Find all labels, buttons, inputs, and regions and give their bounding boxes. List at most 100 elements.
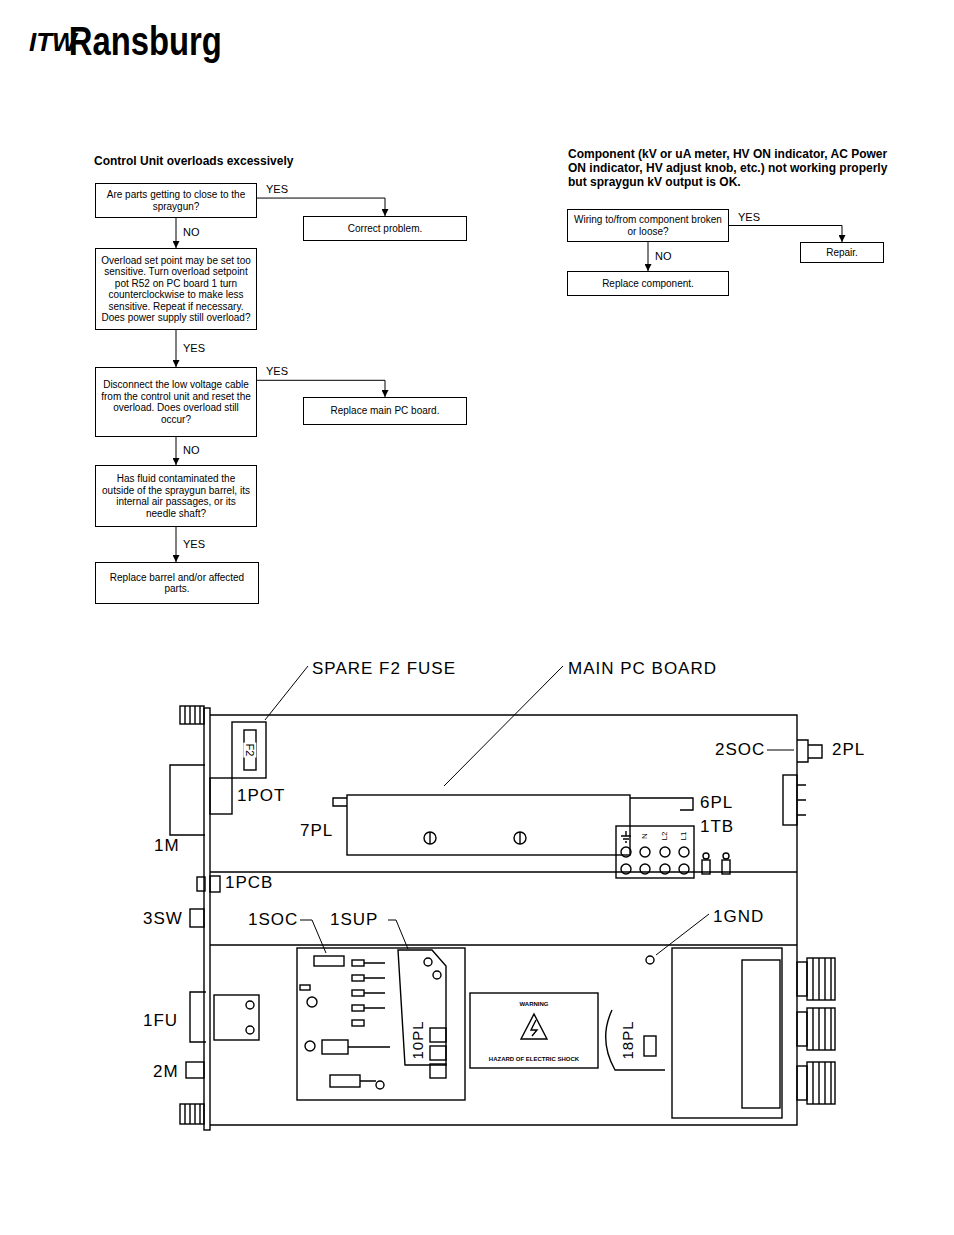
connector-plug <box>644 1036 656 1056</box>
transformer-core <box>742 960 780 1108</box>
meter-bezel <box>186 1062 204 1078</box>
bushing-ribs <box>813 1008 831 1050</box>
terminal-screw <box>679 847 689 857</box>
connector-clip <box>797 740 822 762</box>
chassis-divider <box>210 872 797 945</box>
box-text: Wiring to/from component broken or loose… <box>572 214 724 237</box>
knob-grip <box>185 706 200 724</box>
edge-label: NO <box>182 226 201 239</box>
callout-label: 1GND <box>712 907 765 927</box>
connector-terminal <box>430 1046 446 1060</box>
breaker-button <box>197 877 205 891</box>
switch <box>190 909 204 927</box>
fuse-holder <box>232 722 266 778</box>
brand-mark: Ransburg <box>68 18 223 64</box>
panel-knob <box>180 706 204 724</box>
leader-line <box>444 666 563 786</box>
spare-fuse <box>244 730 256 770</box>
connector-pins <box>797 785 806 815</box>
callout-label: 1SUP <box>329 910 379 930</box>
terminal-label: L1 <box>679 831 688 842</box>
terminal-block <box>616 826 694 878</box>
flow-arrow <box>729 226 842 243</box>
leader-line <box>265 666 308 720</box>
flow-box: Wiring to/from component broken or loose… <box>567 209 729 242</box>
callout-label: 1FU <box>142 1011 179 1031</box>
box-text: Replace component. <box>572 278 724 290</box>
screw-slot <box>519 832 520 844</box>
screw <box>514 832 526 844</box>
supply-board <box>297 948 465 1100</box>
edge-label: YES <box>182 538 206 551</box>
box-text: Overload set point may be set too sensit… <box>100 255 252 324</box>
control-unit-chassis <box>170 706 835 1130</box>
flow-arrow <box>176 330 177 367</box>
fuse-terminal <box>246 1026 254 1034</box>
edge-label: YES <box>737 211 761 224</box>
connector-housing <box>606 1010 665 1070</box>
terminal-screw <box>640 864 650 874</box>
callout-label: 1TB <box>699 817 735 837</box>
bracket-hole <box>424 958 432 966</box>
box-text: Has fluid contaminated the outside of th… <box>100 473 252 519</box>
leader-line <box>767 750 794 751</box>
terminal-screw <box>640 847 650 857</box>
callout-label: 6PL <box>699 793 734 813</box>
callout-label: F2 <box>244 743 257 758</box>
resistor <box>352 1005 364 1011</box>
flow-arrow <box>176 527 177 562</box>
leader-lines <box>265 666 794 955</box>
panel-knob <box>180 1104 204 1124</box>
warning-text: WARNING <box>519 1001 550 1008</box>
main-board <box>347 795 630 855</box>
screw <box>424 832 436 844</box>
stud-head <box>723 853 729 859</box>
flow-arrow <box>257 198 385 216</box>
fuse-body <box>214 995 259 1040</box>
edge-label: NO <box>654 250 673 263</box>
warning-label <box>470 993 598 1068</box>
stud <box>722 860 730 874</box>
box-text: Are parts getting to close to the sprayg… <box>100 189 252 212</box>
bushing-ribs <box>813 1062 831 1104</box>
edge-label: YES <box>265 365 289 378</box>
warning-triangle <box>521 1014 547 1039</box>
flow-box: Disconnect the low voltage cable from th… <box>95 367 257 437</box>
connector-terminal <box>430 1064 446 1078</box>
flow-box: Replace barrel and/or affected parts. <box>95 562 259 604</box>
leader-line <box>300 920 326 953</box>
hv-bushing <box>807 1062 835 1104</box>
resistor <box>352 990 364 996</box>
callout-label: 3SW <box>142 909 184 929</box>
bracket-hole <box>433 971 441 979</box>
housing-outline <box>210 715 797 1125</box>
meter-body <box>170 765 205 835</box>
terminal-screw <box>621 864 631 874</box>
connector-body <box>783 775 797 825</box>
leader-line <box>388 920 408 949</box>
fuse-terminal <box>246 1001 254 1009</box>
box-text: Replace barrel and/or affected parts. <box>100 572 254 595</box>
callout-label: 2M <box>152 1062 180 1082</box>
board-bracket <box>333 798 693 810</box>
stud <box>702 860 710 874</box>
hv-bushing <box>797 1012 807 1046</box>
callout-label: 10PL <box>409 1019 426 1060</box>
flow-arrow <box>176 218 177 248</box>
box-text: Correct problem. <box>308 223 462 235</box>
terminal-label: N <box>640 832 649 840</box>
ic-chip <box>322 1040 348 1054</box>
box-text: Replace main PC board. <box>308 405 462 417</box>
hv-bushing <box>797 1066 807 1100</box>
flow-box: Repair. <box>800 242 884 263</box>
stud-head <box>703 853 709 859</box>
flow-box: Overload set point may be set too sensit… <box>95 248 257 330</box>
box-text: Disconnect the low voltage cable from th… <box>100 379 252 425</box>
ground-screw <box>646 956 654 964</box>
flow-box: Correct problem. <box>303 216 467 241</box>
flow-arrow <box>648 242 649 271</box>
box-text: Repair. <box>805 247 879 259</box>
bushing-ribs <box>813 958 831 1000</box>
flow-box: Has fluid contaminated the outside of th… <box>95 465 257 527</box>
potentiometer <box>210 778 232 814</box>
